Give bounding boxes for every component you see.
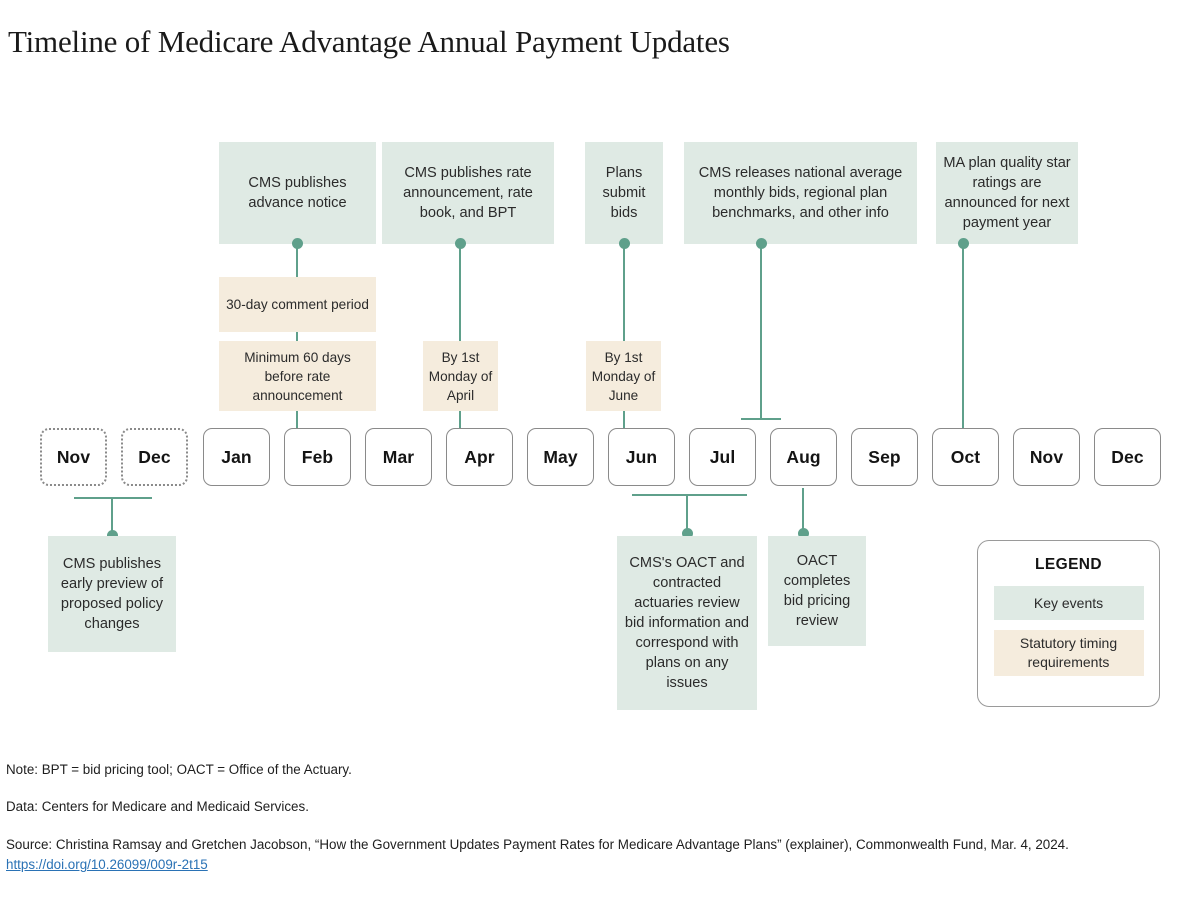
month-pill-jan[interactable]: Jan [203, 428, 270, 486]
connector-dot-early-preview [106, 530, 118, 541]
month-label: Aug [786, 446, 821, 467]
month-pill-dec[interactable]: Dec [1094, 428, 1161, 486]
month-label: Jul [709, 446, 736, 467]
month-label: Dec [1111, 446, 1144, 467]
month-pill-sep[interactable]: Sep [851, 428, 918, 486]
connector-line-rate-announcement [459, 244, 462, 428]
month-pill-apr[interactable]: Apr [446, 428, 513, 486]
footnote-source: Source: Christina Ramsay and Gretchen Ja… [6, 836, 1069, 873]
event-text: CMS publishes advance notice [248, 175, 347, 211]
connector-bar-oact-review [632, 494, 747, 497]
connector-dot-national-average-bids [755, 238, 767, 249]
event-box-national-average-bids: CMS releases national average monthly bi… [684, 142, 917, 244]
month-label: Mar [382, 446, 415, 467]
footnote-note: Note: BPT = bid pricing tool; OACT = Off… [6, 762, 352, 777]
event-box-early-preview: CMS publishes early preview of proposed … [48, 536, 176, 652]
event-text: CMS publishes rate announcement, rate bo… [403, 165, 533, 221]
month-label: Sep [868, 446, 901, 467]
event-box-advance-notice: CMS publishes advance notice [219, 142, 376, 244]
legend-swatch-statutory: Statutory timing requirements [993, 630, 1144, 676]
connector-line-oact-review [686, 494, 689, 536]
connector-dot-plans-submit-bids [618, 238, 630, 249]
month-label: Nov [1029, 446, 1064, 467]
connector-line-plans-submit-bids [623, 244, 626, 428]
legend-swatch-key-events: Key events [993, 586, 1144, 620]
event-text: CMS publishes early preview of proposed … [60, 556, 164, 632]
event-text: MA plan quality star ratings are announc… [943, 155, 1071, 231]
month-pill-aug[interactable]: Aug [770, 428, 837, 486]
event-box-oact-review: CMS's OACT and contracted actuaries revi… [617, 536, 757, 710]
statutory-box-comment-period: 30-day comment period [219, 277, 376, 332]
month-pill-oct[interactable]: Oct [932, 428, 999, 486]
month-pill-nov-prev[interactable]: Nov [40, 428, 107, 486]
event-box-star-ratings: MA plan quality star ratings are announc… [936, 142, 1078, 244]
event-text: CMS releases national average monthly bi… [698, 165, 903, 221]
statutory-text: 30-day comment period [226, 297, 369, 312]
month-pill-mar[interactable]: Mar [365, 428, 432, 486]
connector-dot-oact-completes [797, 528, 809, 539]
statutory-box-minimum-60-days: Minimum 60 days before rate announcement [219, 341, 376, 411]
month-label: Feb [301, 446, 334, 467]
page-title: Timeline of Medicare Advantage Annual Pa… [8, 24, 730, 59]
month-label: Jan [221, 446, 252, 467]
connector-line-star-ratings [962, 244, 965, 428]
event-text: Plans submit bids [602, 165, 646, 221]
month-pill-feb[interactable]: Feb [284, 428, 351, 486]
connector-dot-rate-announcement [454, 238, 466, 249]
statutory-text: By 1st Monday of June [591, 349, 656, 403]
legend-label: Statutory timing requirements [1019, 635, 1118, 670]
doi-link[interactable]: https://doi.org/10.26099/009r-2t15 [6, 857, 208, 872]
month-pill-may[interactable]: May [527, 428, 594, 486]
event-box-oact-completes: OACT completes bid pricing review [768, 536, 866, 646]
connector-line-advance-notice [296, 244, 299, 428]
legend: LEGEND Key events Statutory timing requi… [977, 540, 1160, 707]
connector-dot-oact-review [681, 528, 693, 539]
month-label: Apr [464, 446, 495, 467]
connector-dot-advance-notice [291, 238, 303, 249]
footnote-source-text: Source: Christina Ramsay and Gretchen Ja… [6, 837, 1069, 852]
connector-dot-star-ratings [957, 238, 969, 249]
legend-title: LEGEND [1035, 556, 1102, 573]
event-box-rate-announcement: CMS publishes rate announcement, rate bo… [382, 142, 554, 244]
statutory-box-by-1st-monday-april: By 1st Monday of April [423, 341, 498, 411]
statutory-text: By 1st Monday of April [428, 349, 493, 403]
statutory-text: Minimum 60 days before rate announcement [244, 349, 351, 403]
month-label: Nov [56, 446, 91, 467]
month-pill-jul[interactable]: Jul [689, 428, 756, 486]
statutory-box-by-1st-monday-june: By 1st Monday of June [586, 341, 661, 411]
month-label: Jun [625, 446, 658, 467]
legend-label: Key events [1033, 594, 1104, 611]
month-label: Dec [138, 446, 171, 467]
connector-line-early-preview [111, 497, 114, 536]
month-label: May [543, 446, 578, 467]
month-pill-nov[interactable]: Nov [1013, 428, 1080, 486]
event-text: CMS's OACT and contracted actuaries revi… [624, 555, 750, 691]
connector-bar-national-average-bids [741, 418, 781, 421]
event-box-plans-submit-bids: Plans submit bids [585, 142, 663, 244]
footnote-data: Data: Centers for Medicare and Medicaid … [6, 799, 309, 814]
connector-line-national-average-bids [760, 244, 763, 420]
month-label: Oct [950, 446, 981, 467]
month-pill-dec-prev[interactable]: Dec [121, 428, 188, 486]
connector-line-oact-completes [802, 488, 805, 536]
event-text: OACT completes bid pricing review [783, 553, 851, 629]
month-pill-jun[interactable]: Jun [608, 428, 675, 486]
